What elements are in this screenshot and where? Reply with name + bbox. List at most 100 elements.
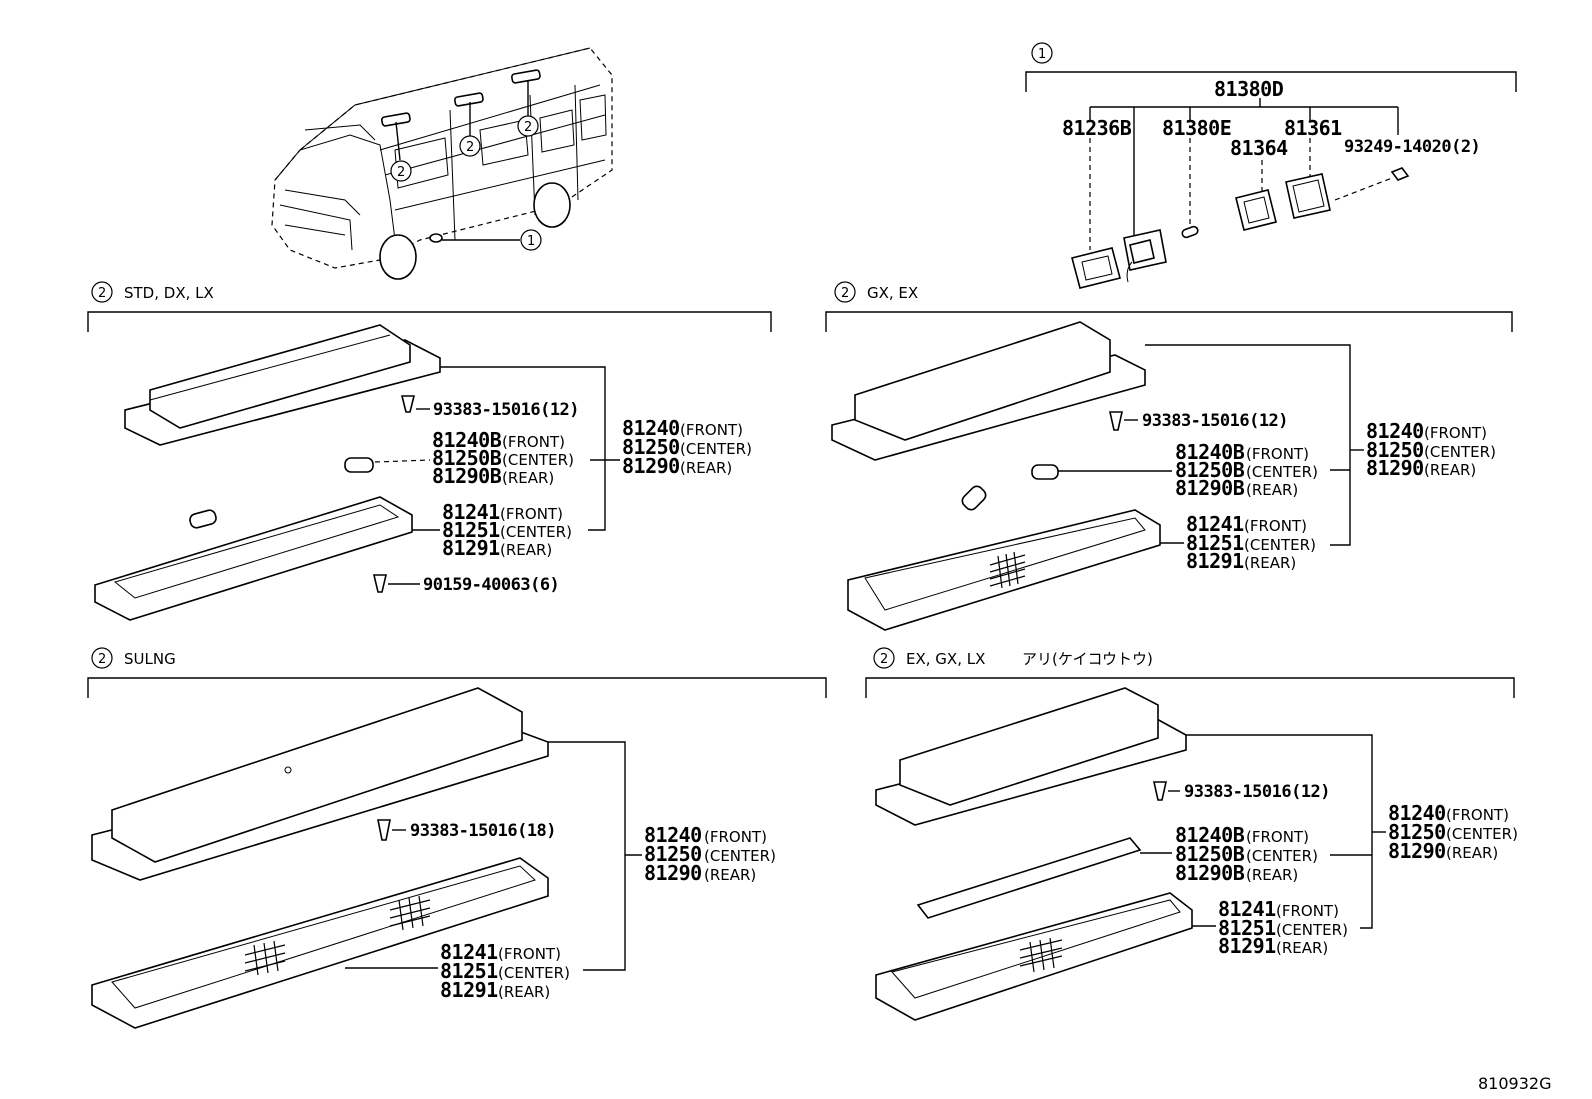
svg-text:81251: 81251 xyxy=(1218,916,1276,940)
svg-text:81250: 81250 xyxy=(622,435,680,459)
svg-text:81291: 81291 xyxy=(1186,549,1244,573)
svg-text:81290B: 81290B xyxy=(1175,476,1245,500)
callout-1-bus xyxy=(520,229,542,251)
part-screw-gx-1: 93383-15016(12) xyxy=(1142,411,1288,431)
svg-text:81250B: 81250B xyxy=(1175,842,1245,866)
gasket-81236B-drawing xyxy=(1071,247,1121,289)
section-step-lamp: 1 81380D 81236B 81380E 81364 81361 93249… xyxy=(1025,42,1517,289)
label-group-std-lamp: 81240 (FRONT) 81250 (CENTER) 81290 (REAR… xyxy=(622,416,752,478)
fluorescent-tube-ex-drawing xyxy=(916,837,1142,919)
svg-text:81240: 81240 xyxy=(622,416,680,440)
bus-illustration: 2 2 2 1 xyxy=(271,47,613,280)
svg-text:(FRONT): (FRONT) xyxy=(502,433,565,451)
label-group-ex-bulb: 81240B (FRONT) 81250B (CENTER) 81290B (R… xyxy=(1175,823,1318,885)
part-screw-ex-1: 93383-15016(12) xyxy=(1184,782,1330,802)
svg-text:81291: 81291 xyxy=(442,536,500,560)
part-81380D: 81380D xyxy=(1214,77,1284,101)
svg-text:81290: 81290 xyxy=(1366,456,1424,480)
callout-2-b xyxy=(459,135,481,157)
svg-text:(CENTER): (CENTER) xyxy=(1276,921,1348,939)
svg-text:(FRONT): (FRONT) xyxy=(704,828,767,846)
label-group-ex-lens: 81241 (FRONT) 81251 (CENTER) 81291 (REAR… xyxy=(1218,897,1348,958)
svg-text:(FRONT): (FRONT) xyxy=(1276,902,1339,920)
lens-frame-std-drawing xyxy=(94,496,413,621)
svg-text:(REAR): (REAR) xyxy=(1446,844,1498,862)
svg-text:81290: 81290 xyxy=(622,454,680,478)
svg-text:(FRONT): (FRONT) xyxy=(680,421,743,439)
svg-text:81290: 81290 xyxy=(1388,839,1446,863)
svg-text:(REAR): (REAR) xyxy=(502,469,554,487)
part-81236B: 81236B xyxy=(1062,116,1132,140)
bulb-81380E-drawing xyxy=(1181,225,1199,239)
section-std: 2 STD, DX, LX 93383-15016(12) 90159-4006… xyxy=(87,281,772,621)
svg-text:81240: 81240 xyxy=(644,823,702,847)
lens-frame-ex-drawing xyxy=(875,892,1193,1021)
svg-text:2: 2 xyxy=(880,652,888,667)
section-ex: 2 EX, GX, LX アリ(ケイコウトウ) 93383-15016(12) … xyxy=(865,647,1518,1021)
header-sulng: SULNG xyxy=(124,650,176,668)
svg-text:(CENTER): (CENTER) xyxy=(704,847,776,865)
svg-text:(REAR): (REAR) xyxy=(704,866,756,884)
svg-text:81250B: 81250B xyxy=(1175,458,1245,482)
part-screw-std-2: 90159-40063(6) xyxy=(423,575,559,595)
part-81361: 81361 xyxy=(1284,116,1342,140)
svg-text:(CENTER): (CENTER) xyxy=(1244,536,1316,554)
svg-text:2: 2 xyxy=(98,652,106,667)
svg-text:(CENTER): (CENTER) xyxy=(1424,443,1496,461)
part-93249-14020: 93249-14020(2) xyxy=(1344,137,1480,157)
svg-text:81240B: 81240B xyxy=(432,428,502,452)
label-group-gx-lamp: 81240 (FRONT) 81250 (CENTER) 81290 (REAR… xyxy=(1366,419,1496,480)
part-81364: 81364 xyxy=(1230,136,1288,160)
bulb-gx-a xyxy=(1031,464,1059,480)
svg-text:(REAR): (REAR) xyxy=(500,541,552,559)
bulb-std-b xyxy=(189,509,217,529)
label-group-sulng-lens: 81241 (FRONT) 81251 (CENTER) 81291 (REAR… xyxy=(440,940,570,1002)
callout-2-a xyxy=(390,160,412,182)
svg-text:81251: 81251 xyxy=(1186,531,1244,555)
svg-text:2: 2 xyxy=(524,120,532,135)
callout-2-c xyxy=(517,115,539,137)
svg-text:81250: 81250 xyxy=(1388,820,1446,844)
header-ex-note: アリ(ケイコウトウ) xyxy=(1022,650,1153,668)
svg-text:81241: 81241 xyxy=(1186,512,1244,536)
svg-text:81241: 81241 xyxy=(440,940,498,964)
bulb-std-a xyxy=(344,457,374,473)
part-screw-sulng-1: 93383-15016(18) xyxy=(410,821,556,841)
svg-text:81240B: 81240B xyxy=(1175,823,1245,847)
svg-text:(REAR): (REAR) xyxy=(498,983,550,1001)
svg-text:2: 2 xyxy=(98,286,106,301)
svg-text:81290B: 81290B xyxy=(432,464,502,488)
svg-text:(CENTER): (CENTER) xyxy=(498,964,570,982)
svg-text:81241: 81241 xyxy=(442,500,500,524)
svg-text:(REAR): (REAR) xyxy=(1246,866,1298,884)
section-gx: 2 GX, EX 93383-15016(12) 81240B (FRONT) … xyxy=(825,281,1513,631)
svg-text:(FRONT): (FRONT) xyxy=(1424,424,1487,442)
svg-text:(FRONT): (FRONT) xyxy=(1246,828,1309,846)
svg-text:(FRONT): (FRONT) xyxy=(498,945,561,963)
drawing-id: 810932G xyxy=(1478,1074,1551,1093)
label-group-ex-lamp: 81240 (FRONT) 81250 (CENTER) 81290 (REAR… xyxy=(1388,801,1518,863)
cover-81361-drawing xyxy=(1285,173,1331,219)
svg-text:81250B: 81250B xyxy=(432,446,502,470)
svg-text:81291: 81291 xyxy=(1218,934,1276,958)
lens-81364-drawing xyxy=(1235,189,1277,231)
section-sulng: 2 SULNG 93383-15016(18) 81240 (FRONT) 81… xyxy=(87,647,827,1029)
svg-text:81290: 81290 xyxy=(644,861,702,885)
svg-text:(REAR): (REAR) xyxy=(1244,554,1296,572)
svg-text:81241: 81241 xyxy=(1218,897,1276,921)
svg-text:(REAR): (REAR) xyxy=(1424,461,1476,479)
svg-text:81240: 81240 xyxy=(1366,419,1424,443)
label-group-gx-bulb: 81240B (FRONT) 81250B (CENTER) 81290B (R… xyxy=(1175,440,1318,500)
svg-text:1: 1 xyxy=(1038,47,1046,62)
svg-text:(CENTER): (CENTER) xyxy=(1246,847,1318,865)
svg-text:(CENTER): (CENTER) xyxy=(1446,825,1518,843)
svg-text:2: 2 xyxy=(466,140,474,155)
header-ex: EX, GX, LX xyxy=(906,650,985,668)
svg-text:(REAR): (REAR) xyxy=(1276,939,1328,957)
label-group-std-bulb: 81240B (FRONT) 81250B (CENTER) 81290B (R… xyxy=(432,428,574,488)
lens-frame-gx-drawing xyxy=(847,509,1161,631)
header-gx: GX, EX xyxy=(867,284,918,302)
svg-text:2: 2 xyxy=(841,286,849,301)
